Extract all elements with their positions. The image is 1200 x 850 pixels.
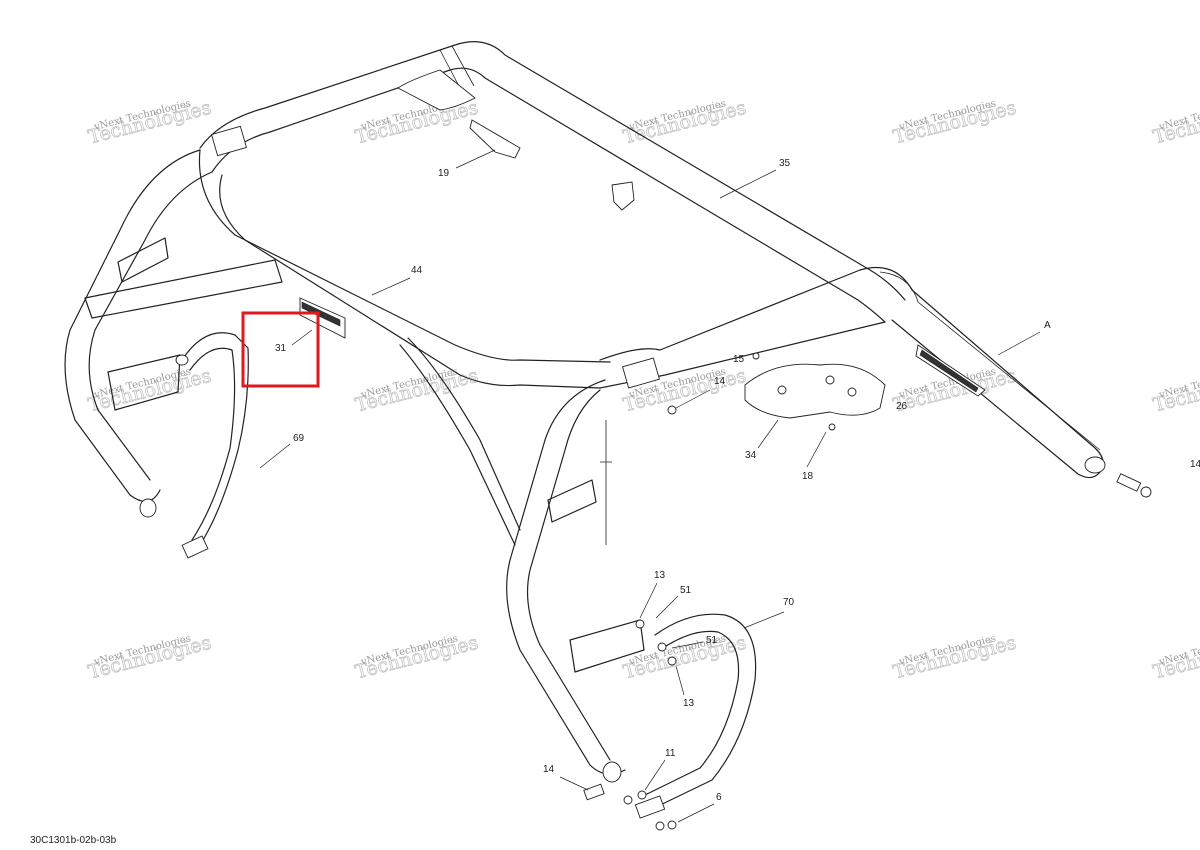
callout-31[interactable]: 31 [275,343,287,354]
panel-31 [299,297,346,339]
callout-14-right[interactable]: 14 [1190,459,1200,470]
front-cross-bar [198,125,886,389]
panel-19 [397,69,521,159]
watermark-layer: Technologies vNext Technologies Technolo… [86,96,1200,684]
callout-69[interactable]: 69 [293,433,305,444]
right-top-bar [859,266,1106,479]
callout-19[interactable]: 19 [438,168,450,179]
callout-34[interactable]: 34 [745,450,757,461]
callout-51-upper[interactable]: 51 [680,585,692,596]
callout-70[interactable]: 70 [783,597,795,608]
callout-labels: 19 35 44 A 31 15 14 26 34 18 69 14 13 51… [275,158,1200,803]
callout-15[interactable]: 15 [733,354,745,365]
highlight-box [241,311,320,388]
right-lower-bracket [634,613,757,819]
leader-lines [259,149,1041,823]
diagram-id: 30C1301b-02b-03b [30,835,117,846]
roll-cage-drawing [64,41,1152,831]
left-front-hoop [64,149,283,518]
watermark-11: Technologies vNext Technologies [86,631,214,684]
cross-bar-clamp [611,181,635,211]
callout-26[interactable]: 26 [896,401,908,412]
callout-13-lower[interactable]: 13 [683,698,695,709]
callout-14-upper[interactable]: 14 [714,376,726,387]
left-lower-bracket [175,332,249,559]
fasteners [583,352,1152,831]
watermark-14: Technologies vNext Technologies [891,631,1019,684]
callout-44[interactable]: 44 [411,265,423,276]
watermark-1: Technologies vNext Technologies [86,96,214,149]
watermark-15: Technologies vNext Technologies [1151,631,1200,684]
callout-35[interactable]: 35 [779,158,791,169]
callout-6[interactable]: 6 [716,792,722,803]
watermark-12: Technologies vNext Technologies [353,631,481,684]
callout-51-lower[interactable]: 51 [706,635,718,646]
watermark-10: Technologies vNext Technologies [1151,364,1200,417]
bracket-34 [744,363,886,419]
callout-13-upper[interactable]: 13 [654,570,666,581]
callout-18[interactable]: 18 [802,471,814,482]
right-front-hoop [399,337,645,783]
watermark-4: Technologies vNext Technologies [891,96,1019,149]
callout-a[interactable]: A [1044,320,1051,331]
callout-11[interactable]: 11 [665,748,676,759]
watermark-5: Technologies vNext Technologies [1151,96,1200,149]
panel-26 [915,344,986,397]
watermark-3: Technologies vNext Technologies [621,96,749,149]
callout-14-lower[interactable]: 14 [543,764,555,775]
watermark-6: Technologies vNext Technologies [86,364,214,417]
